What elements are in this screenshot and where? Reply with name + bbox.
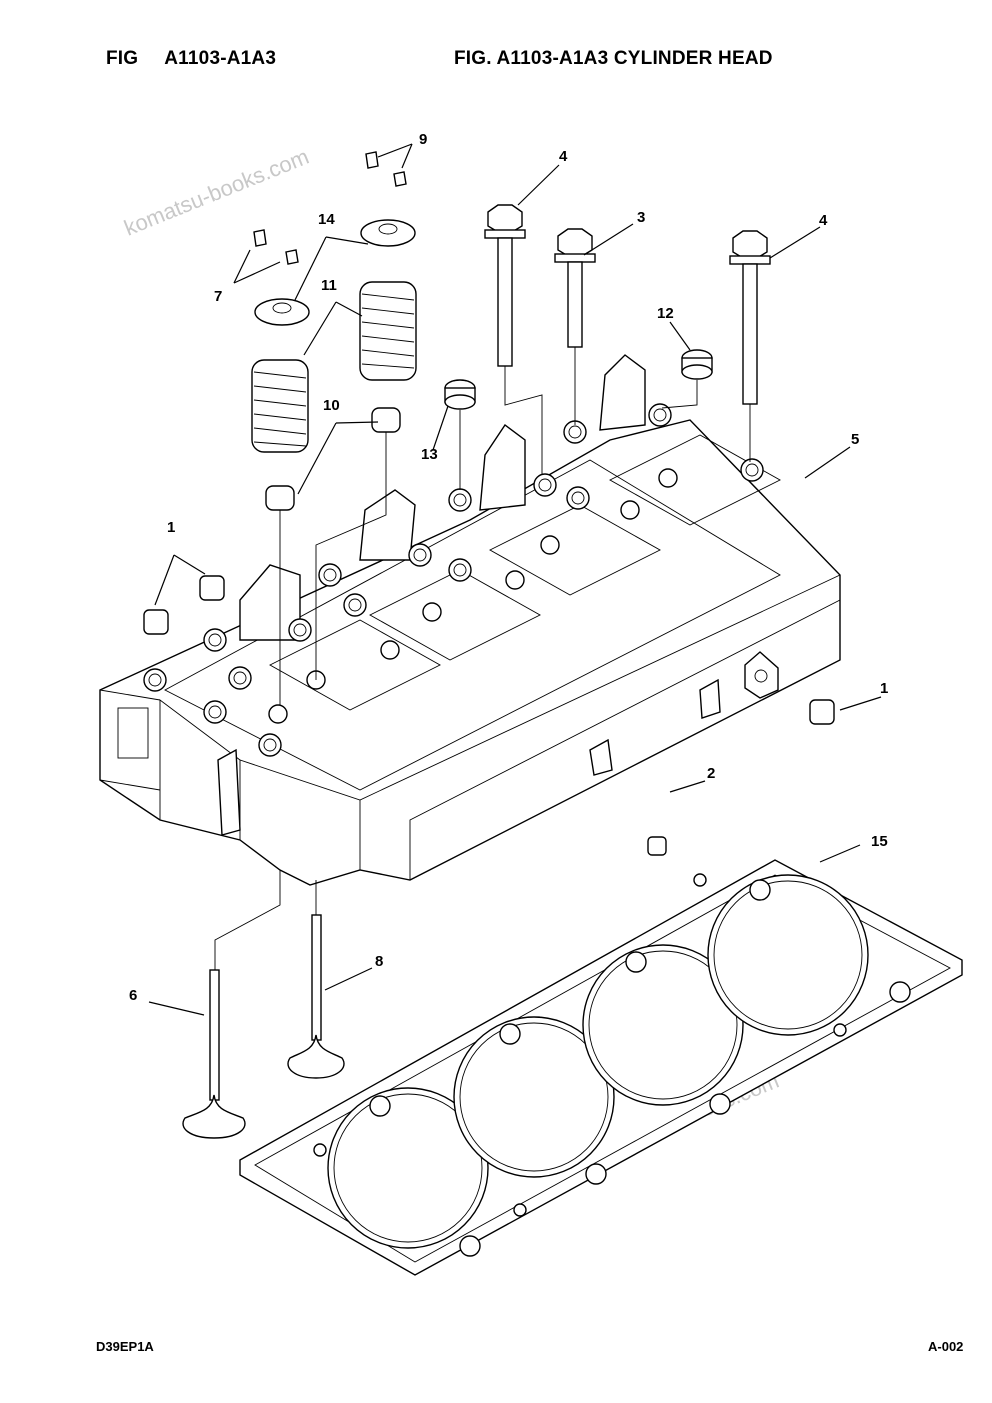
callout-1-left: 1	[167, 519, 175, 536]
callout-13: 13	[421, 446, 438, 463]
callout-6: 6	[129, 987, 137, 1004]
callout-15: 15	[871, 833, 888, 850]
callout-14: 14	[318, 211, 335, 228]
callouts: 1 1 2 3 4 4 5 6 7 8 9 10 11 12 13 14 15	[129, 131, 888, 1004]
figure-label: FIG A1103-A1A3	[106, 48, 276, 70]
watermark-top: komatsu-books.com	[121, 144, 313, 241]
callout-12: 12	[657, 305, 674, 322]
valve-collets-right	[365, 151, 407, 187]
callout-11: 11	[321, 277, 337, 294]
callout-1-right: 1	[880, 680, 888, 697]
seal-ring-13	[444, 379, 476, 410]
valve-collets-left	[253, 229, 299, 265]
callout-4-left: 4	[559, 148, 568, 165]
callout-8: 8	[375, 953, 383, 970]
leader-lines	[148, 143, 882, 1016]
plugs	[143, 575, 835, 856]
page-number: A-002	[928, 1339, 964, 1354]
head-gasket	[239, 859, 963, 1276]
figure-title: FIG. A1103-A1A3 CYLINDER HEAD	[454, 48, 773, 69]
exhaust-valve	[287, 914, 345, 1079]
valve-stem-seal-left	[265, 485, 295, 511]
valve-spring-right	[359, 281, 417, 381]
valve-spring-left	[251, 359, 309, 453]
callout-5: 5	[851, 431, 859, 448]
spring-retainer-right	[360, 219, 416, 247]
cylinder-head	[99, 354, 841, 886]
fig-code: A1103-A1A3	[164, 48, 277, 69]
seal-ring-12	[681, 349, 713, 380]
callout-2: 2	[707, 765, 715, 782]
callout-7: 7	[214, 288, 222, 305]
callout-4-right: 4	[819, 212, 828, 229]
callout-3: 3	[637, 209, 645, 226]
head-bolt-long-left	[484, 204, 526, 367]
callout-9: 9	[419, 131, 427, 148]
fig-prefix: FIG	[106, 48, 139, 69]
valve-stem-seal-right	[371, 407, 401, 433]
head-bolt-short	[554, 228, 596, 348]
spring-retainer-left	[254, 298, 310, 326]
callout-10: 10	[323, 397, 340, 414]
intake-valve	[182, 969, 246, 1139]
head-bolt-long-right	[729, 230, 771, 405]
document-code: D39EP1A	[96, 1339, 154, 1354]
